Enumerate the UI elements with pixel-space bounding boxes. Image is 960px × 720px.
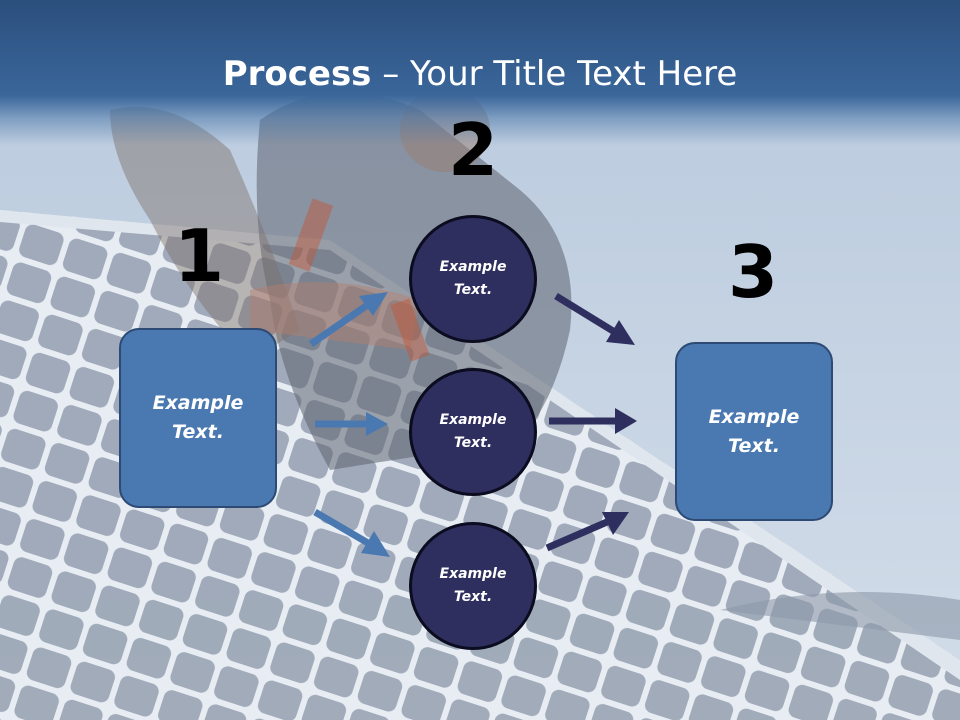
arrow-input-to-circle-1 — [309, 292, 388, 347]
circle-1-line-2: Text. — [453, 282, 493, 298]
input-box: Example Text. — [119, 328, 277, 508]
output-box: Example Text. — [675, 342, 833, 521]
step-number-1: 1 — [173, 214, 225, 298]
input-box-line-2: Text. — [172, 421, 224, 443]
arrow-input-to-circle-3 — [313, 508, 390, 557]
output-box-line-1: Example — [708, 405, 800, 428]
circle-2-line-1: Example — [439, 412, 507, 428]
output-box-line-2: Text. — [728, 434, 780, 457]
title-header-bar — [0, 0, 960, 150]
arrow-circle-3-to-output — [545, 512, 629, 552]
arrow-circle-2-to-output — [549, 408, 637, 434]
circle-3-line-2: Text. — [453, 589, 493, 605]
circle-1-line-1: Example — [439, 259, 507, 275]
process-circle-1: Example Text. — [409, 215, 537, 343]
step-number-2: 2 — [447, 108, 499, 192]
process-circle-3: Example Text. — [409, 522, 537, 650]
arrow-circle-1-to-output — [554, 293, 635, 345]
circle-2-line-2: Text. — [453, 435, 493, 451]
circle-3-line-1: Example — [439, 566, 507, 582]
arrow-input-to-circle-2 — [315, 412, 388, 436]
input-box-line-1: Example — [152, 392, 244, 414]
page-title: Process – Your Title Text Here — [0, 52, 960, 96]
title-bold-part: Process — [222, 54, 372, 94]
title-rest-part: – Your Title Text Here — [371, 54, 738, 94]
step-number-3: 3 — [727, 230, 779, 314]
process-circle-2: Example Text. — [409, 368, 537, 496]
